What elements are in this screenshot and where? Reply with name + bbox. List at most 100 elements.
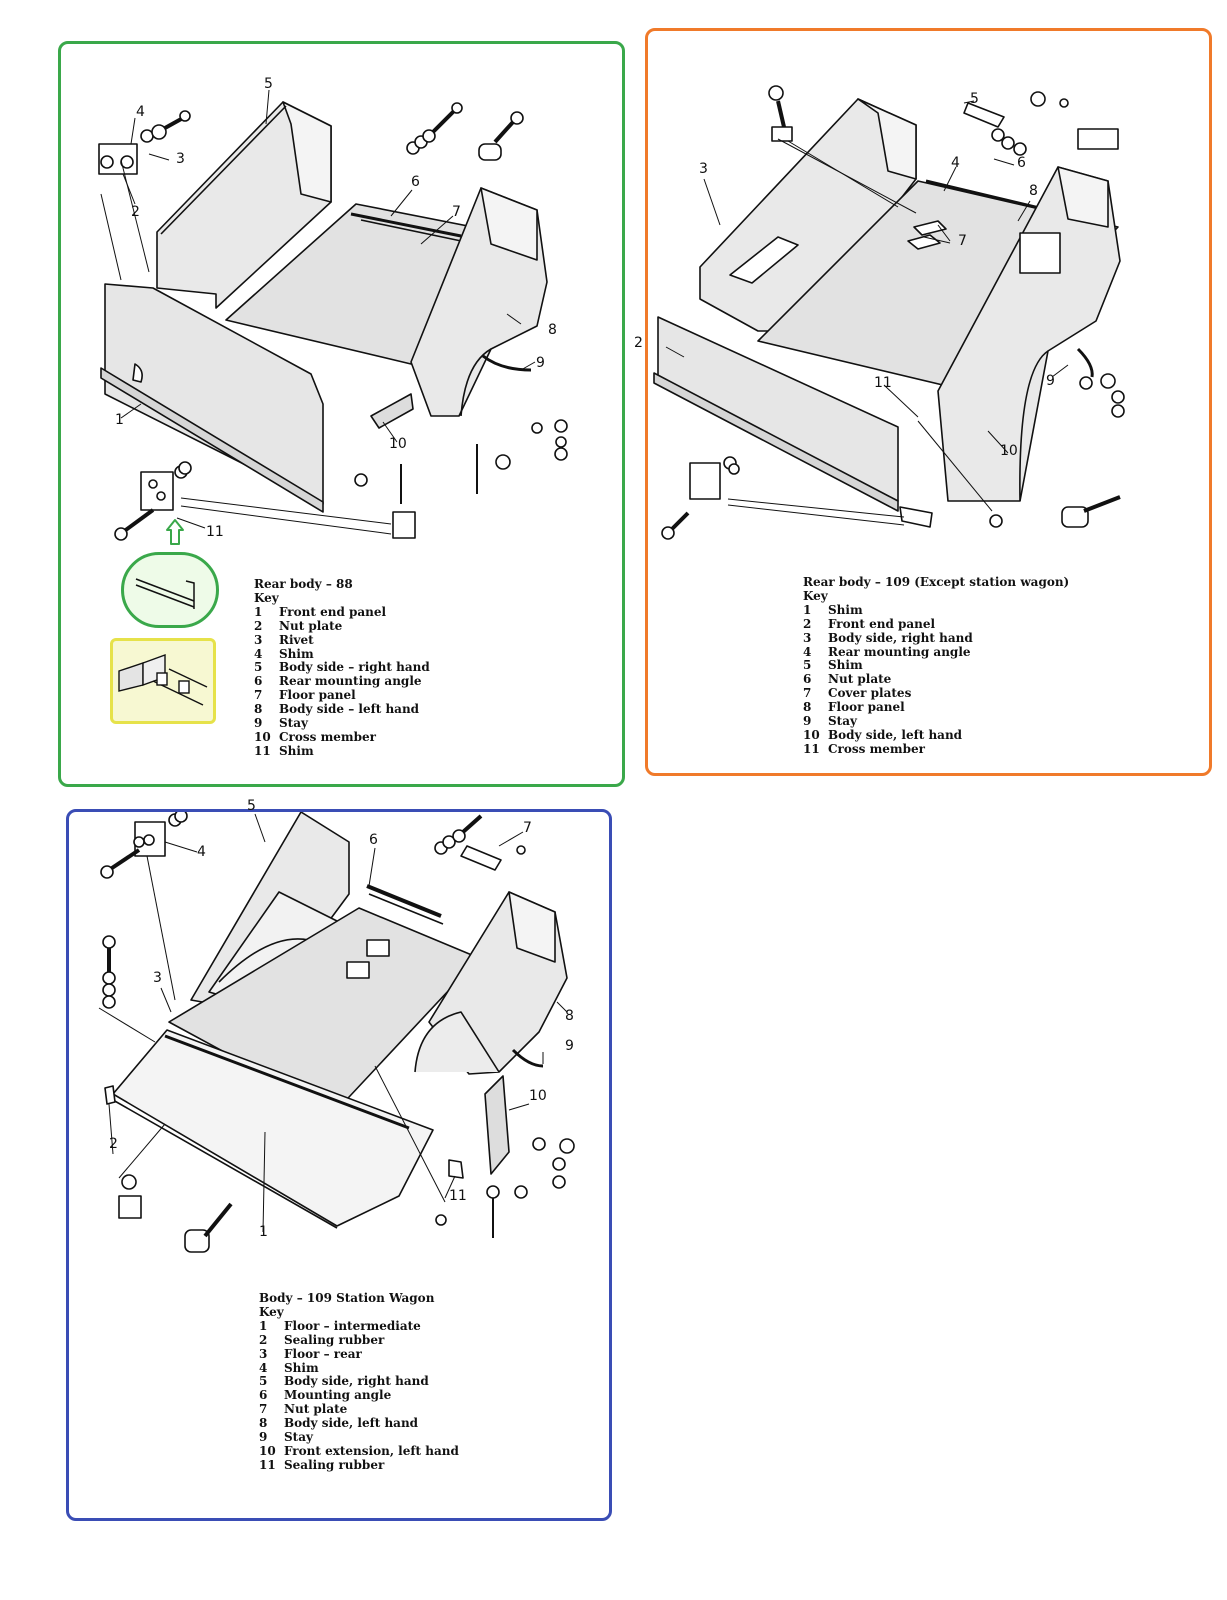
callout-10: 10	[389, 436, 407, 452]
key-label: Shim	[284, 1360, 319, 1375]
key-num: 7	[803, 686, 812, 701]
key-row: 2 Front end panel	[803, 616, 1069, 632]
key-row: 1 Shim	[803, 602, 1069, 618]
key-num: 3	[259, 1346, 268, 1361]
callout-5: 5	[970, 91, 979, 107]
key-num: 7	[254, 688, 263, 703]
key-row: 5 Shim	[803, 659, 1069, 673]
key-num: 3	[254, 632, 263, 647]
callout-5: 5	[264, 76, 273, 92]
key-label: Body side, right hand	[828, 630, 973, 645]
callout-7: 7	[452, 204, 461, 220]
key-row: 3 Rivet	[254, 632, 430, 648]
key-label: Cross member	[828, 741, 925, 756]
callout-3: 3	[176, 151, 185, 167]
callout-9: 9	[565, 1038, 574, 1054]
callout-1: 1	[259, 1224, 268, 1240]
key-row: 10 Front extension, left hand	[259, 1443, 459, 1459]
key-label: Rivet	[279, 632, 314, 647]
key-heading: Key	[803, 588, 828, 603]
key-label: Nut plate	[828, 672, 892, 687]
callout-9: 9	[1046, 373, 1055, 389]
key-num: 5	[259, 1374, 268, 1389]
key-num: 10	[259, 1443, 276, 1458]
key-label: Rear mounting angle	[828, 644, 971, 659]
key-num: 11	[803, 741, 820, 756]
key-label: Shim	[828, 602, 863, 617]
callout-5: 5	[247, 798, 256, 814]
key-label: Floor panel	[279, 688, 356, 703]
key-title: Rear body – 109 (Except station wagon)	[803, 575, 1070, 589]
callout-8: 8	[1029, 183, 1038, 199]
callout-8: 8	[548, 322, 557, 338]
key-label: Sealing rubber	[284, 1457, 385, 1472]
key-label: Front end panel	[828, 616, 936, 631]
key-num: 11	[259, 1457, 276, 1472]
key-num: 5	[803, 658, 812, 673]
key-num: 6	[803, 672, 812, 687]
key-label: Floor – rear	[284, 1346, 362, 1361]
key-num: 4	[259, 1360, 268, 1375]
callout-11: 11	[206, 524, 224, 540]
callout-3: 3	[153, 970, 162, 986]
key-num: 2	[803, 616, 812, 631]
key-row: 11 Cross member	[803, 741, 1069, 757]
callout-2: 2	[131, 204, 140, 220]
callout-4: 4	[136, 104, 145, 120]
key-num: 6	[259, 1388, 268, 1403]
key-row: 3 Floor – rear	[259, 1346, 459, 1362]
key-label: Shim	[828, 658, 863, 673]
diagram-panel-rear-body-109: 5 3 4 6 8 7 2 11 9 10 Rear body – 109 (E…	[634, 28, 1212, 776]
key-num: 1	[803, 602, 812, 617]
key-num: 7	[259, 1402, 268, 1417]
key-row: 8 Floor panel	[803, 700, 1069, 715]
callout-6: 6	[369, 832, 378, 848]
callout-4: 4	[951, 155, 960, 171]
key-label: Body side – right hand	[279, 660, 430, 675]
key-label: Stay	[279, 716, 308, 731]
key-title: Body – 109 Station Wagon	[259, 1291, 435, 1305]
callout-6: 6	[411, 174, 420, 190]
key-num: 8	[254, 702, 263, 717]
key-row: 4 Shim	[259, 1360, 459, 1376]
key-title: Rear body – 88	[254, 577, 353, 591]
callout-7: 7	[958, 233, 967, 249]
callout-4: 4	[197, 844, 206, 860]
key-row: 6 Mounting angle	[259, 1388, 459, 1403]
callout-9: 9	[536, 355, 545, 371]
key-label: Nut plate	[279, 618, 343, 633]
key-label: Front extension, left hand	[284, 1443, 459, 1458]
key-label: Body side – left hand	[279, 702, 420, 717]
key-num: 9	[803, 714, 812, 729]
key-heading: Key	[259, 1304, 284, 1319]
key-row: 7 Floor panel	[254, 688, 430, 703]
callout-6: 6	[1017, 155, 1026, 171]
key-num: 4	[254, 646, 263, 661]
key-label: Mounting angle	[284, 1388, 392, 1403]
key-label: Body side, left hand	[828, 727, 963, 742]
key-num: 6	[254, 674, 263, 689]
key-num: 11	[254, 743, 271, 758]
callout-3: 3	[699, 161, 708, 177]
key-num: 2	[259, 1332, 268, 1347]
key-label: Floor panel	[828, 700, 905, 715]
key-label: Body side, right hand	[284, 1374, 429, 1389]
key-num: 1	[254, 604, 263, 619]
key-label: Floor – intermediate	[284, 1318, 421, 1333]
key-num: 4	[803, 644, 812, 659]
key-label: Front end panel	[279, 604, 387, 619]
key-heading: Key	[254, 590, 279, 605]
key-row: 4 Rear mounting angle	[803, 644, 1069, 660]
key-num: 8	[803, 700, 812, 715]
